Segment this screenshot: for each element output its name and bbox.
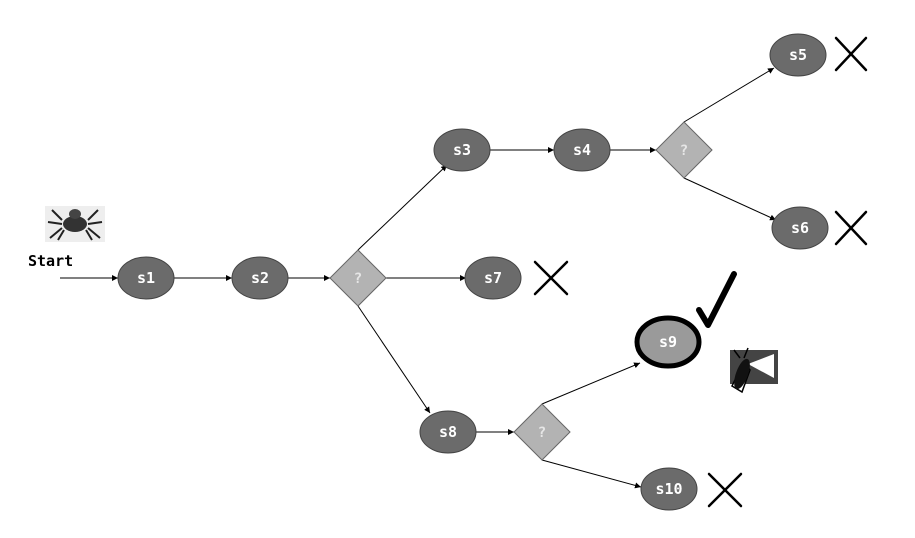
decision-2-label: ? (680, 143, 688, 159)
state-s8: s8 (419, 410, 477, 454)
edges (60, 67, 777, 489)
state-s10: s10 (640, 467, 698, 511)
checkmark-icon (696, 271, 737, 328)
state-s5-label: s5 (789, 46, 807, 64)
decision-1-label: ? (354, 271, 362, 287)
decision-2: ? (655, 121, 713, 179)
edge-d2-s6 (683, 177, 777, 221)
state-s7-label: s7 (484, 269, 502, 287)
edge-d3-s10 (541, 459, 642, 489)
bug-icon (730, 347, 778, 394)
state-s8-label: s8 (439, 423, 457, 441)
state-s10-label: s10 (655, 480, 682, 498)
cross-icon (533, 260, 569, 296)
edge-d3-s9 (541, 362, 641, 405)
decision-3: ? (513, 403, 571, 461)
state-s7: s7 (464, 256, 522, 300)
state-s6: s6 (771, 206, 829, 250)
edge-d1-s8 (357, 305, 431, 414)
state-s4-label: s4 (573, 141, 591, 159)
state-s9-label: s9 (659, 333, 677, 351)
cross-icon (707, 472, 743, 508)
state-s5: s5 (769, 33, 827, 77)
decision-3-label: ? (538, 425, 546, 441)
state-s2: s2 (231, 256, 289, 300)
state-s6-label: s6 (791, 219, 809, 237)
edge-d2-s5 (683, 67, 775, 123)
start-label: Start (28, 252, 73, 270)
state-s3-label: s3 (453, 141, 471, 159)
edge-d1-s3 (357, 164, 448, 251)
state-s9: s9 (634, 315, 702, 369)
decision-1: ? (329, 249, 387, 307)
state-s2-label: s2 (251, 269, 269, 287)
cross-icon (834, 210, 868, 246)
state-s1: s1 (117, 256, 175, 300)
spider-icon (45, 206, 105, 242)
cross-icon (834, 36, 868, 72)
state-s3: s3 (433, 128, 491, 172)
state-s1-label: s1 (137, 269, 155, 287)
state-s4: s4 (553, 128, 611, 172)
